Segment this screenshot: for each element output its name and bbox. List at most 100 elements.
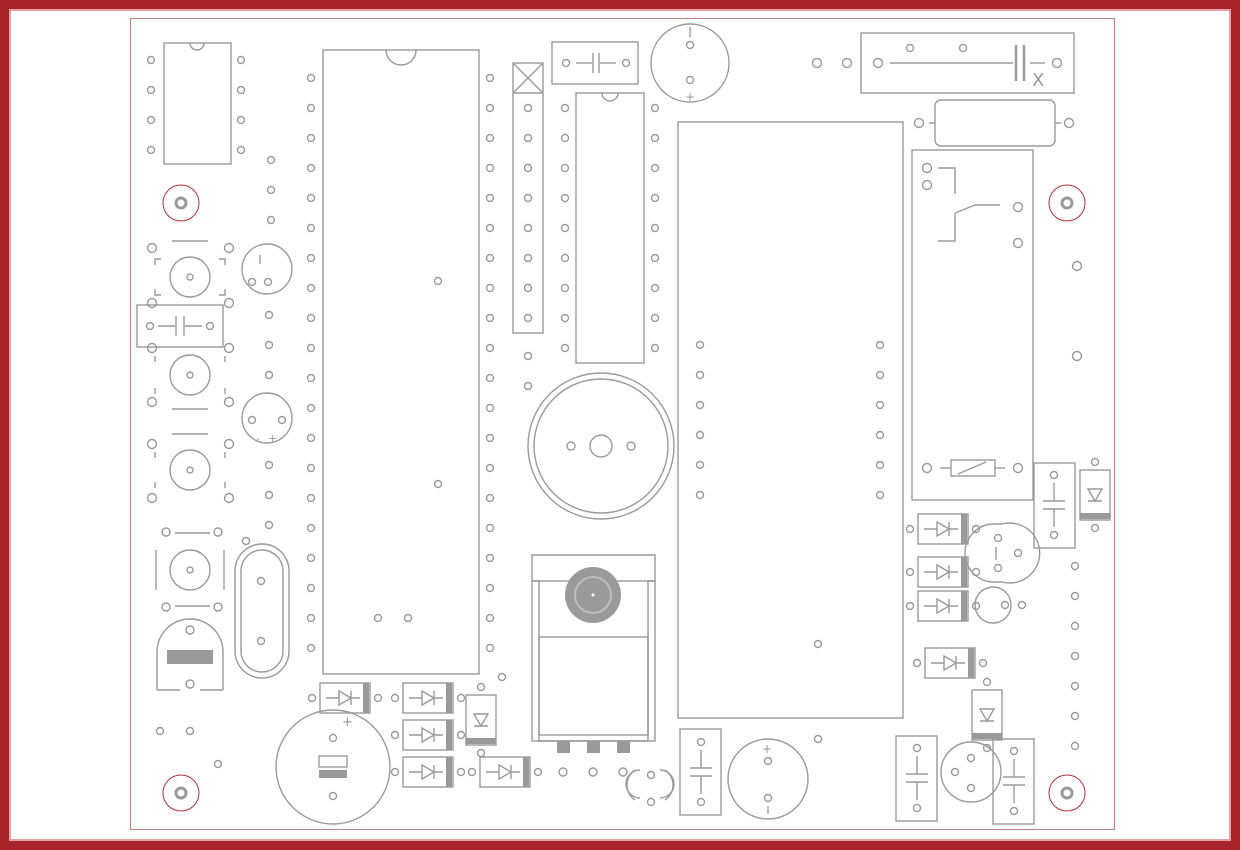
- ic16-pin: [560, 193, 570, 203]
- ic16-pin: [560, 313, 570, 323]
- lcd-pin: [695, 340, 705, 350]
- ic16-pin: [650, 343, 660, 353]
- diode-pad: [1090, 523, 1100, 533]
- ceramic-cap-top[interactable]: [551, 41, 639, 85]
- mounting-hole-bl[interactable]: [162, 774, 200, 812]
- mcu-pins-right: [485, 73, 495, 653]
- lcd-module[interactable]: [677, 121, 904, 719]
- to220-regulator[interactable]: [531, 554, 656, 777]
- mcu-pin: [306, 313, 316, 323]
- ceramic-cap-bottom-3[interactable]: [992, 738, 1035, 825]
- ic-16pin[interactable]: [575, 92, 645, 364]
- mcu-pin: [306, 283, 316, 293]
- diode-7[interactable]: [905, 556, 981, 588]
- transistor-to92-right[interactable]: [964, 522, 1041, 584]
- header-pin: [523, 313, 533, 323]
- electrolytic-cap-bottom[interactable]: [727, 738, 809, 820]
- diode-pad: [390, 693, 400, 703]
- fuse-holder[interactable]: [913, 99, 1075, 147]
- header-pin: [523, 103, 533, 113]
- edge-pin: [1070, 561, 1080, 571]
- electrolytic-cap-small-2[interactable]: [241, 392, 293, 444]
- mcu-pin: [485, 493, 495, 503]
- relay[interactable]: [911, 149, 1034, 501]
- ic16-pin: [560, 253, 570, 263]
- diode-pad: [905, 524, 915, 534]
- tactile-switch-4[interactable]: [155, 527, 225, 612]
- diode-4[interactable]: [390, 756, 466, 788]
- mounting-hole-tr[interactable]: [1048, 184, 1086, 222]
- cap-x-marker: X: [1032, 70, 1044, 91]
- voltage-regulator-to92[interactable]: [156, 618, 224, 691]
- header-pin: [523, 163, 533, 173]
- diode-8[interactable]: [905, 590, 981, 622]
- mcu-pin: [306, 403, 316, 413]
- ceramic-cap-bottom-2[interactable]: [895, 735, 938, 822]
- pad-column-left: [264, 155, 276, 530]
- edge-pin: [1070, 711, 1080, 721]
- lcd-pin: [695, 370, 705, 380]
- mounting-hole-tl[interactable]: [162, 184, 200, 222]
- diode-5[interactable]: [467, 756, 543, 788]
- mcu-pin: [306, 583, 316, 593]
- mounting-hole-br[interactable]: [1048, 774, 1086, 812]
- mounting-holes: [162, 184, 1086, 812]
- mcu-pin: [485, 523, 495, 533]
- led-small[interactable]: [974, 586, 1027, 624]
- diode-pad: [390, 767, 400, 777]
- diode-6[interactable]: [905, 513, 981, 545]
- lcd-pin: [695, 430, 705, 440]
- ceramic-cap-right[interactable]: [1033, 462, 1076, 549]
- ic-16pin-pads: [560, 103, 660, 353]
- diode-v-2[interactable]: [971, 677, 1003, 753]
- diode-2[interactable]: [390, 682, 466, 714]
- diode-pad: [390, 730, 400, 740]
- diode-pad: [476, 682, 486, 692]
- diode-9[interactable]: [912, 647, 988, 679]
- header-pin: [523, 283, 533, 293]
- tactile-switch-2[interactable]: [146, 342, 235, 410]
- header-pins: [523, 103, 533, 323]
- lcd-pin: [875, 430, 885, 440]
- diode-pad: [912, 658, 922, 668]
- ic16-pin: [650, 163, 660, 173]
- transistor-bottom-right[interactable]: [940, 741, 1002, 803]
- crystal-oscillator[interactable]: [234, 536, 290, 679]
- ic16-pin: [650, 193, 660, 203]
- tactile-switch-1[interactable]: [146, 240, 235, 309]
- ic-8pin-top-left[interactable]: [146, 42, 246, 165]
- diode-v-1[interactable]: [465, 682, 497, 758]
- film-capacitor-top-right[interactable]: [860, 32, 1075, 94]
- edge-pin: [1070, 681, 1080, 691]
- mcu-pin: [485, 313, 495, 323]
- ceramic-cap-left[interactable]: [136, 304, 224, 348]
- ceramic-cap-bottom-1[interactable]: [679, 728, 722, 816]
- bottom-cap-plus: +: [762, 742, 772, 756]
- mcu-pin: [485, 103, 495, 113]
- right-edge-pin-column: [1070, 561, 1080, 751]
- lcd-pin: [695, 460, 705, 470]
- lcd-pin: [875, 370, 885, 380]
- buzzer[interactable]: [527, 372, 675, 520]
- lcd-pins: [695, 340, 885, 500]
- electrolytic-cap-small-1[interactable]: [241, 243, 293, 295]
- pin-header-vertical[interactable]: [512, 62, 544, 334]
- ic16-pin: [650, 253, 660, 263]
- mcu-pin: [485, 553, 495, 563]
- mcu-pin: [306, 433, 316, 443]
- lcd-pin: [875, 460, 885, 470]
- electrolytic-cap-top[interactable]: [650, 23, 730, 103]
- tactile-switch-3[interactable]: [146, 433, 235, 504]
- ic16-pin: [560, 283, 570, 293]
- mcu-pin: [485, 193, 495, 203]
- lcd-pin: [875, 400, 885, 410]
- ic16-pin: [560, 343, 570, 353]
- ceramic-resonator[interactable]: [625, 769, 675, 807]
- ic-40pin-mcu[interactable]: [322, 49, 480, 675]
- diode-v-3[interactable]: [1079, 457, 1111, 533]
- diode-1[interactable]: [307, 682, 383, 714]
- diode-3[interactable]: [390, 719, 466, 751]
- mcu-pin: [306, 463, 316, 473]
- mcu-pin: [306, 643, 316, 653]
- electrolytic-cap-large[interactable]: [275, 709, 391, 825]
